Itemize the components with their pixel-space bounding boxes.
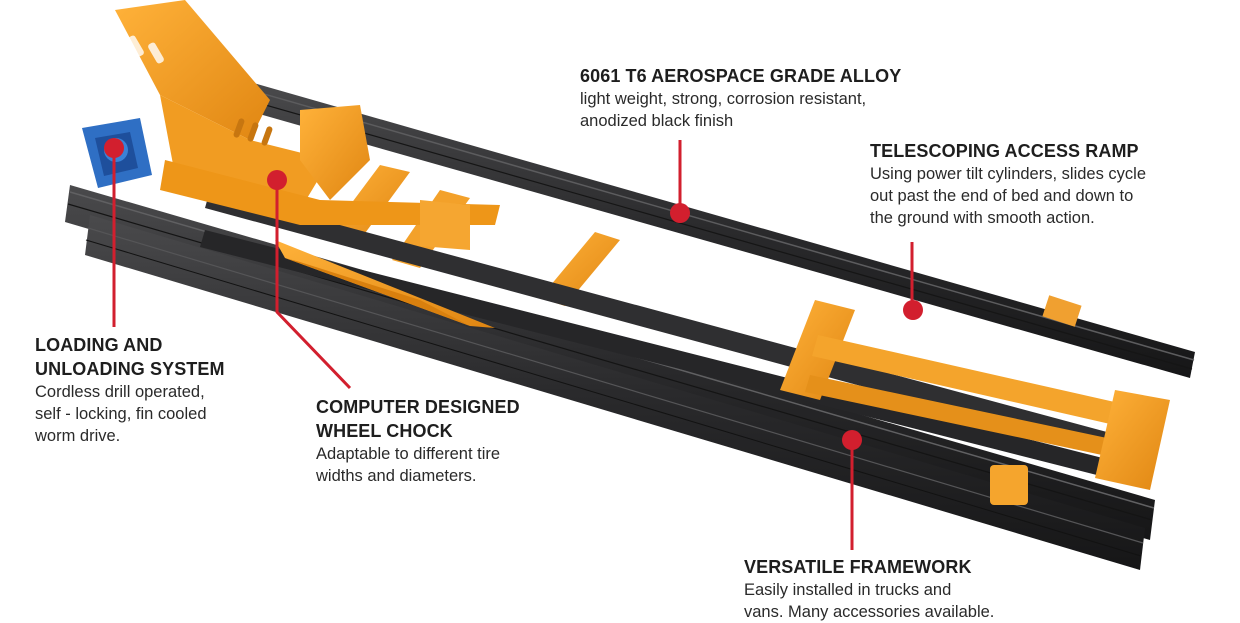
callout-desc-line: self - locking, fin cooled bbox=[35, 405, 207, 423]
callout-desc-line: Using power tilt cylinders, slides cycle bbox=[870, 165, 1147, 183]
callout-desc-line: light weight, strong, corrosion resistan… bbox=[580, 90, 867, 108]
callout-title: WHEEL CHOCK bbox=[316, 421, 453, 441]
callout-title: UNLOADING SYSTEM bbox=[35, 359, 225, 379]
callout-dots bbox=[104, 138, 923, 450]
callout-desc-line: out past the end of bed and down to bbox=[870, 187, 1134, 205]
callout-desc-line: anodized black finish bbox=[580, 112, 734, 130]
callout-title: 6061 T6 AEROSPACE GRADE ALLOY bbox=[580, 66, 902, 86]
callout-title: LOADING AND bbox=[35, 335, 163, 355]
callout-telescoping-ramp: TELESCOPING ACCESS RAMP Using power tilt… bbox=[870, 139, 1190, 229]
callout-desc-line: vans. Many accessories available. bbox=[744, 603, 995, 621]
loading-cradle bbox=[115, 0, 500, 250]
callout-title: TELESCOPING ACCESS RAMP bbox=[870, 141, 1139, 161]
callout-desc-line: the ground with smooth action. bbox=[870, 209, 1095, 227]
callout-title: COMPUTER DESIGNED bbox=[316, 397, 520, 417]
inner-rails bbox=[200, 190, 1155, 488]
wheel-chock bbox=[275, 240, 495, 328]
callout-loading-system: LOADING AND UNLOADING SYSTEM Cordless dr… bbox=[35, 333, 265, 447]
callout-title: VERSATILE FRAMEWORK bbox=[744, 557, 972, 577]
rear-rail bbox=[245, 82, 1195, 378]
callout-wheel-chock: COMPUTER DESIGNED WHEEL CHOCK Adaptable … bbox=[316, 395, 556, 487]
callout-versatile-framework: VERSATILE FRAMEWORK Easily installed in … bbox=[744, 555, 1044, 623]
callout-aerospace-alloy: 6061 T6 AEROSPACE GRADE ALLOY light weig… bbox=[580, 64, 940, 132]
callout-desc-line: worm drive. bbox=[35, 427, 121, 445]
callout-desc-line: widths and diameters. bbox=[316, 467, 477, 485]
callout-desc-line: Adaptable to different tire bbox=[316, 445, 501, 463]
callout-leaders bbox=[112, 140, 914, 550]
callout-desc-line: Easily installed in trucks and bbox=[744, 581, 952, 599]
ramp-frame bbox=[780, 295, 1170, 505]
callout-desc-line: Cordless drill operated, bbox=[35, 383, 205, 401]
